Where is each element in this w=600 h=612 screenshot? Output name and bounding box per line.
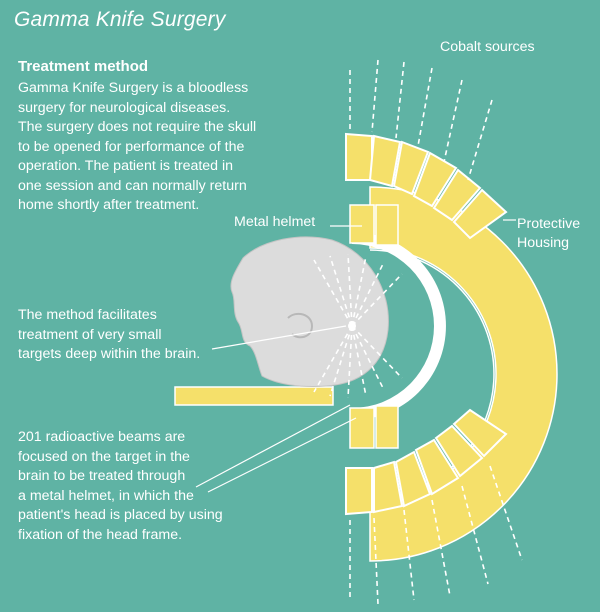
patient-head [230, 236, 389, 387]
protective-housing [369, 186, 558, 562]
radiation-beams [313, 59, 523, 605]
beams-note: 201 radioactive beams are focused on the… [18, 429, 223, 543]
protective-housing-label: Protective Housing [517, 216, 581, 251]
head-frame-bar [174, 386, 334, 406]
metal-helmet [352, 232, 446, 420]
page-title: Gamma Knife Surgery [14, 8, 226, 31]
cobalt-source-segments-top [345, 132, 508, 240]
cobalt-source-segments-bottom [345, 408, 508, 516]
collimator-blocks [349, 204, 399, 449]
leader-lines [195, 219, 516, 493]
small-targets-note: The method facilitates treatment of very… [18, 307, 201, 362]
treatment-heading: Treatment method [18, 58, 149, 75]
cobalt-sources-label: Cobalt sources [440, 39, 535, 55]
treatment-description: Gamma Knife Surgery is a bloodless surge… [18, 80, 257, 213]
metal-helmet-label: Metal helmet [234, 214, 316, 230]
